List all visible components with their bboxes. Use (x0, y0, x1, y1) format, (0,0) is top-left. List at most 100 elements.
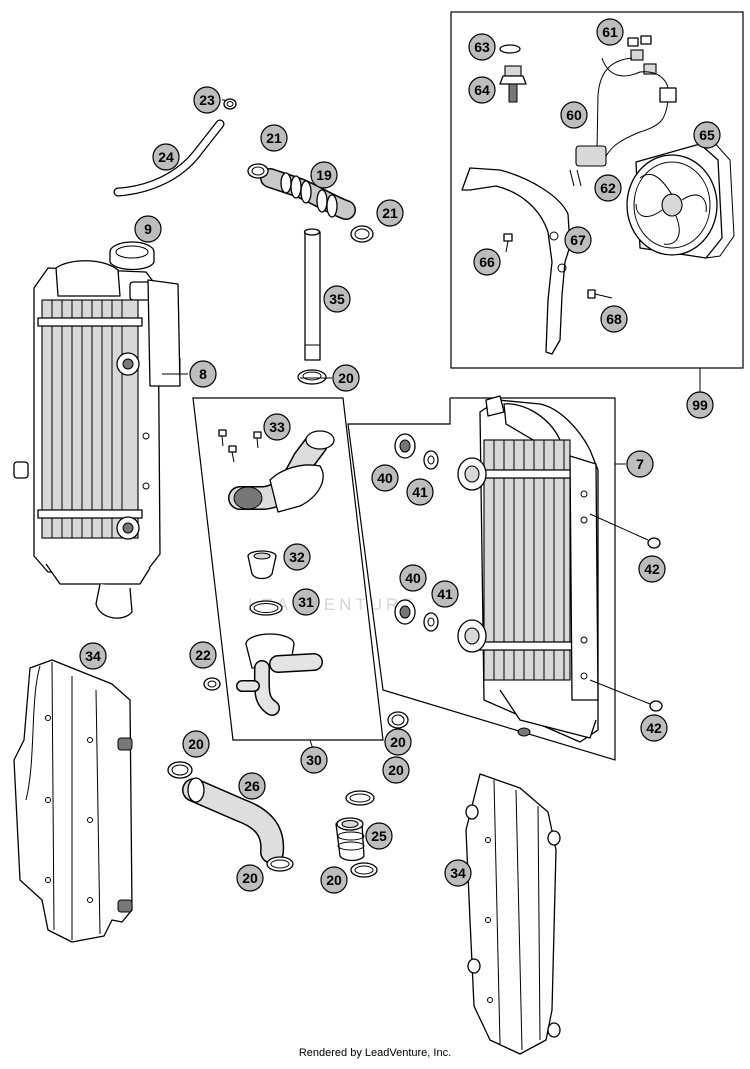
svg-text:60: 60 (566, 107, 582, 123)
svg-text:7: 7 (636, 456, 644, 472)
callout-65: 65 (693, 121, 721, 149)
clamp-23 (223, 98, 237, 110)
svg-text:64: 64 (474, 82, 490, 98)
callout-34-right: 34 (444, 859, 472, 887)
pipe-35 (303, 228, 321, 361)
clamp-20-pipe (297, 369, 327, 385)
radiator-left-8 (13, 241, 181, 619)
svg-text:26: 26 (244, 778, 260, 794)
svg-text:20: 20 (188, 736, 204, 752)
hose-19 (260, 168, 356, 220)
svg-text:66: 66 (479, 254, 495, 270)
radiator-left-core-fins (51, 300, 123, 538)
footer-credit: Rendered by LeadVenture, Inc. (298, 1047, 452, 1059)
thermostat-box (192, 397, 384, 741)
shroud-left-34 (13, 659, 133, 943)
svg-text:65: 65 (699, 127, 715, 143)
callout-20-hose-upper: 20 (182, 730, 210, 758)
callout-33: 33 (263, 413, 291, 441)
screw-42-lower (649, 700, 663, 712)
fan-65 (626, 139, 735, 259)
callout-68: 68 (600, 305, 628, 333)
radiator-right-core-fins (493, 440, 565, 680)
callout-30: 30 (300, 746, 328, 774)
callout-19: 19 (310, 161, 338, 189)
radiator-cap-9 (109, 241, 155, 271)
radiator-right-group (347, 395, 663, 761)
callout-20-mid-right: 20 (382, 756, 410, 784)
svg-text:20: 20 (326, 872, 342, 888)
screw-66 (503, 233, 513, 253)
callout-31: 31 (292, 588, 320, 616)
svg-text:63: 63 (474, 39, 490, 55)
svg-text:41: 41 (412, 484, 428, 500)
callout-62: 62 (594, 174, 622, 202)
fan-kit-group (450, 11, 744, 393)
svg-text:34: 34 (85, 648, 101, 664)
radiator-right-box (347, 397, 616, 761)
svg-text:9: 9 (144, 221, 152, 237)
hose-26 (182, 777, 285, 864)
svg-text:42: 42 (644, 561, 660, 577)
callout-41-upper: 41 (406, 478, 434, 506)
callout-63: 63 (468, 33, 496, 61)
svg-text:22: 22 (195, 647, 211, 663)
radiator-right-7 (457, 395, 599, 743)
svg-text:61: 61 (602, 24, 618, 40)
svg-text:99: 99 (692, 397, 708, 413)
callout-42-lower: 42 (640, 714, 668, 742)
grommet-40-lower (394, 599, 416, 625)
clamp-22 (203, 677, 221, 691)
svg-text:68: 68 (606, 311, 622, 327)
washer-41-lower (423, 612, 439, 632)
clamp-21-upper (247, 163, 269, 179)
svg-text:20: 20 (242, 870, 258, 886)
temp-switch-64 (499, 65, 527, 103)
bracket-67 (461, 167, 571, 355)
svg-text:21: 21 (382, 205, 398, 221)
clamp-21-lower (350, 225, 374, 243)
thermostat-housing-bottom (236, 633, 323, 716)
svg-text:19: 19 (316, 167, 332, 183)
callout-67: 67 (564, 226, 592, 254)
callout-40-lower: 40 (399, 564, 427, 592)
callout-99: 99 (686, 391, 714, 419)
svg-text:40: 40 (377, 470, 393, 486)
callout-60: 60 (560, 101, 588, 129)
callout-40-upper: 40 (371, 464, 399, 492)
callout-21-lower: 21 (376, 199, 404, 227)
svg-text:31: 31 (298, 594, 314, 610)
callout-66: 66 (473, 248, 501, 276)
callout-26: 26 (238, 772, 266, 800)
svg-text:67: 67 (570, 232, 586, 248)
svg-text:23: 23 (199, 92, 215, 108)
screws-33 (218, 429, 262, 463)
thermostat-group (192, 397, 384, 753)
callout-7: 7 (626, 450, 654, 478)
svg-text:40: 40 (405, 570, 421, 586)
callout-25: 25 (365, 822, 393, 850)
callout-9: 9 (134, 215, 162, 243)
svg-text:8: 8 (199, 366, 207, 382)
callout-20-bottom-right: 20 (320, 866, 348, 894)
callout-42-upper: 42 (638, 555, 666, 583)
svg-text:25: 25 (371, 828, 387, 844)
callout-24: 24 (152, 143, 180, 171)
callout-34-left: 34 (79, 642, 107, 670)
svg-text:62: 62 (600, 180, 616, 196)
svg-text:20: 20 (388, 762, 404, 778)
callout-20-top-right: 20 (384, 728, 412, 756)
callout-22: 22 (189, 641, 217, 669)
svg-text:20: 20 (338, 370, 354, 386)
callout-20-hose-lower: 20 (236, 864, 264, 892)
hose-24 (113, 119, 225, 197)
screw-42-upper (647, 537, 661, 549)
leader-lines (162, 99, 332, 386)
callout-8: 8 (189, 360, 217, 388)
callout-61: 61 (596, 18, 624, 46)
svg-text:33: 33 (269, 419, 285, 435)
washer-63 (499, 44, 521, 54)
clamp-20-top-right (387, 711, 409, 729)
callout-41-lower: 41 (431, 580, 459, 608)
